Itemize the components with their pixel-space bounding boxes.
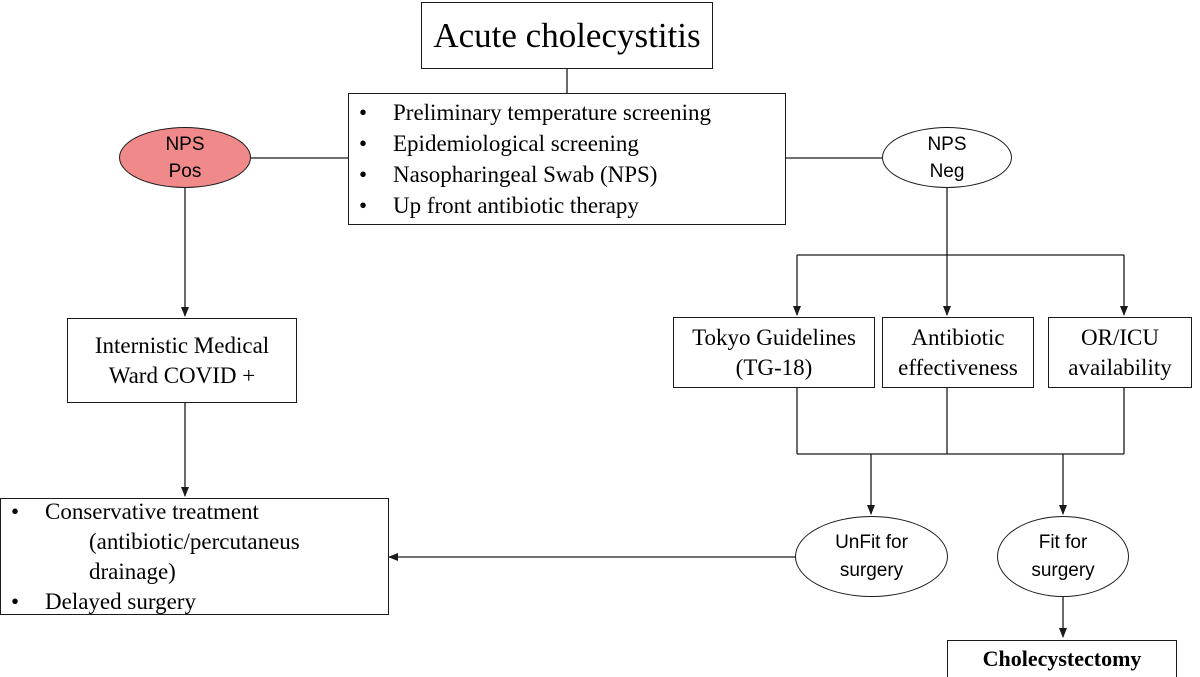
list-item: • Conservative treatment (antibiotic/per… — [1, 497, 388, 587]
bullet-icon: • — [11, 498, 20, 524]
nps-pos-line2: Pos — [168, 160, 202, 182]
screening-item-text: Epidemiological screening — [393, 131, 639, 156]
list-item: • Nasopharingeal Swab (NPS) — [349, 159, 711, 190]
tokyo-guidelines-box: Tokyo Guidelines (TG-18) — [673, 317, 875, 388]
or-icu-availability-box: OR/ICU availability — [1048, 317, 1192, 388]
antibiotic-line1: Antibiotic — [911, 324, 1005, 350]
cholecystectomy-text: Cholecystectomy — [982, 646, 1142, 671]
oricu-line2: availability — [1068, 354, 1172, 380]
bullet-icon: • — [11, 588, 20, 614]
conservative-item1-line1: Conservative treatment — [45, 498, 259, 524]
screening-item-text: Preliminary temperature screening — [393, 100, 712, 125]
list-item: • Epidemiological screening — [349, 128, 711, 159]
nps-pos-node: NPS Pos — [119, 127, 251, 188]
nps-neg-line1: NPS — [927, 133, 967, 155]
screening-item-text: Up front antibiotic therapy — [393, 193, 639, 218]
list-item: • Preliminary temperature screening — [349, 97, 711, 128]
cholecystectomy-box: Cholecystectomy — [947, 640, 1177, 677]
ward-box: Internistic Medical Ward COVID + — [67, 318, 297, 403]
bullet-icon: • — [359, 193, 368, 218]
screening-item-text: Nasopharingeal Swab (NPS) — [393, 162, 658, 187]
ward-line2: Ward COVID + — [108, 362, 256, 388]
oricu-line1: OR/ICU — [1081, 324, 1159, 350]
conservative-list: • Conservative treatment (antibiotic/per… — [1, 497, 388, 617]
list-item: • Delayed surgery — [1, 587, 388, 617]
bullet-icon: • — [359, 100, 368, 125]
fit-line2: surgery — [1031, 559, 1095, 581]
fit-for-surgery-node: Fit for surgery — [997, 516, 1129, 597]
antibiotic-effectiveness-box: Antibiotic effectiveness — [882, 317, 1034, 388]
bullet-icon: • — [359, 131, 368, 156]
bullet-icon: • — [359, 162, 368, 187]
screening-box: • Preliminary temperature screening • Epid… — [348, 93, 786, 225]
fit-line1: Fit for — [1038, 531, 1088, 553]
conservative-treatment-box: • Conservative treatment (antibiotic/per… — [0, 498, 389, 615]
antibiotic-line2: effectiveness — [898, 354, 1018, 380]
unfit-for-surgery-node: UnFit for surgery — [795, 516, 948, 597]
screening-list: • Preliminary temperature screening • Epid… — [349, 97, 711, 221]
tokyo-line2: (TG-18) — [735, 354, 813, 380]
conservative-item1-line2: (antibiotic/percutaneus drainage) — [89, 528, 300, 584]
nps-pos-line1: NPS — [165, 133, 205, 155]
unfit-line2: surgery — [839, 559, 904, 581]
tokyo-line1: Tokyo Guidelines — [692, 324, 856, 350]
nps-neg-node: NPS Neg — [882, 127, 1012, 188]
list-item: • Up front antibiotic therapy — [349, 190, 711, 221]
ward-line1: Internistic Medical — [94, 332, 270, 358]
nps-neg-line2: Neg — [929, 160, 965, 182]
title-text: Acute cholecystitis — [433, 15, 701, 55]
title-box: Acute cholecystitis — [421, 2, 713, 69]
conservative-item2: Delayed surgery — [45, 588, 196, 614]
unfit-line1: UnFit for — [835, 531, 908, 553]
